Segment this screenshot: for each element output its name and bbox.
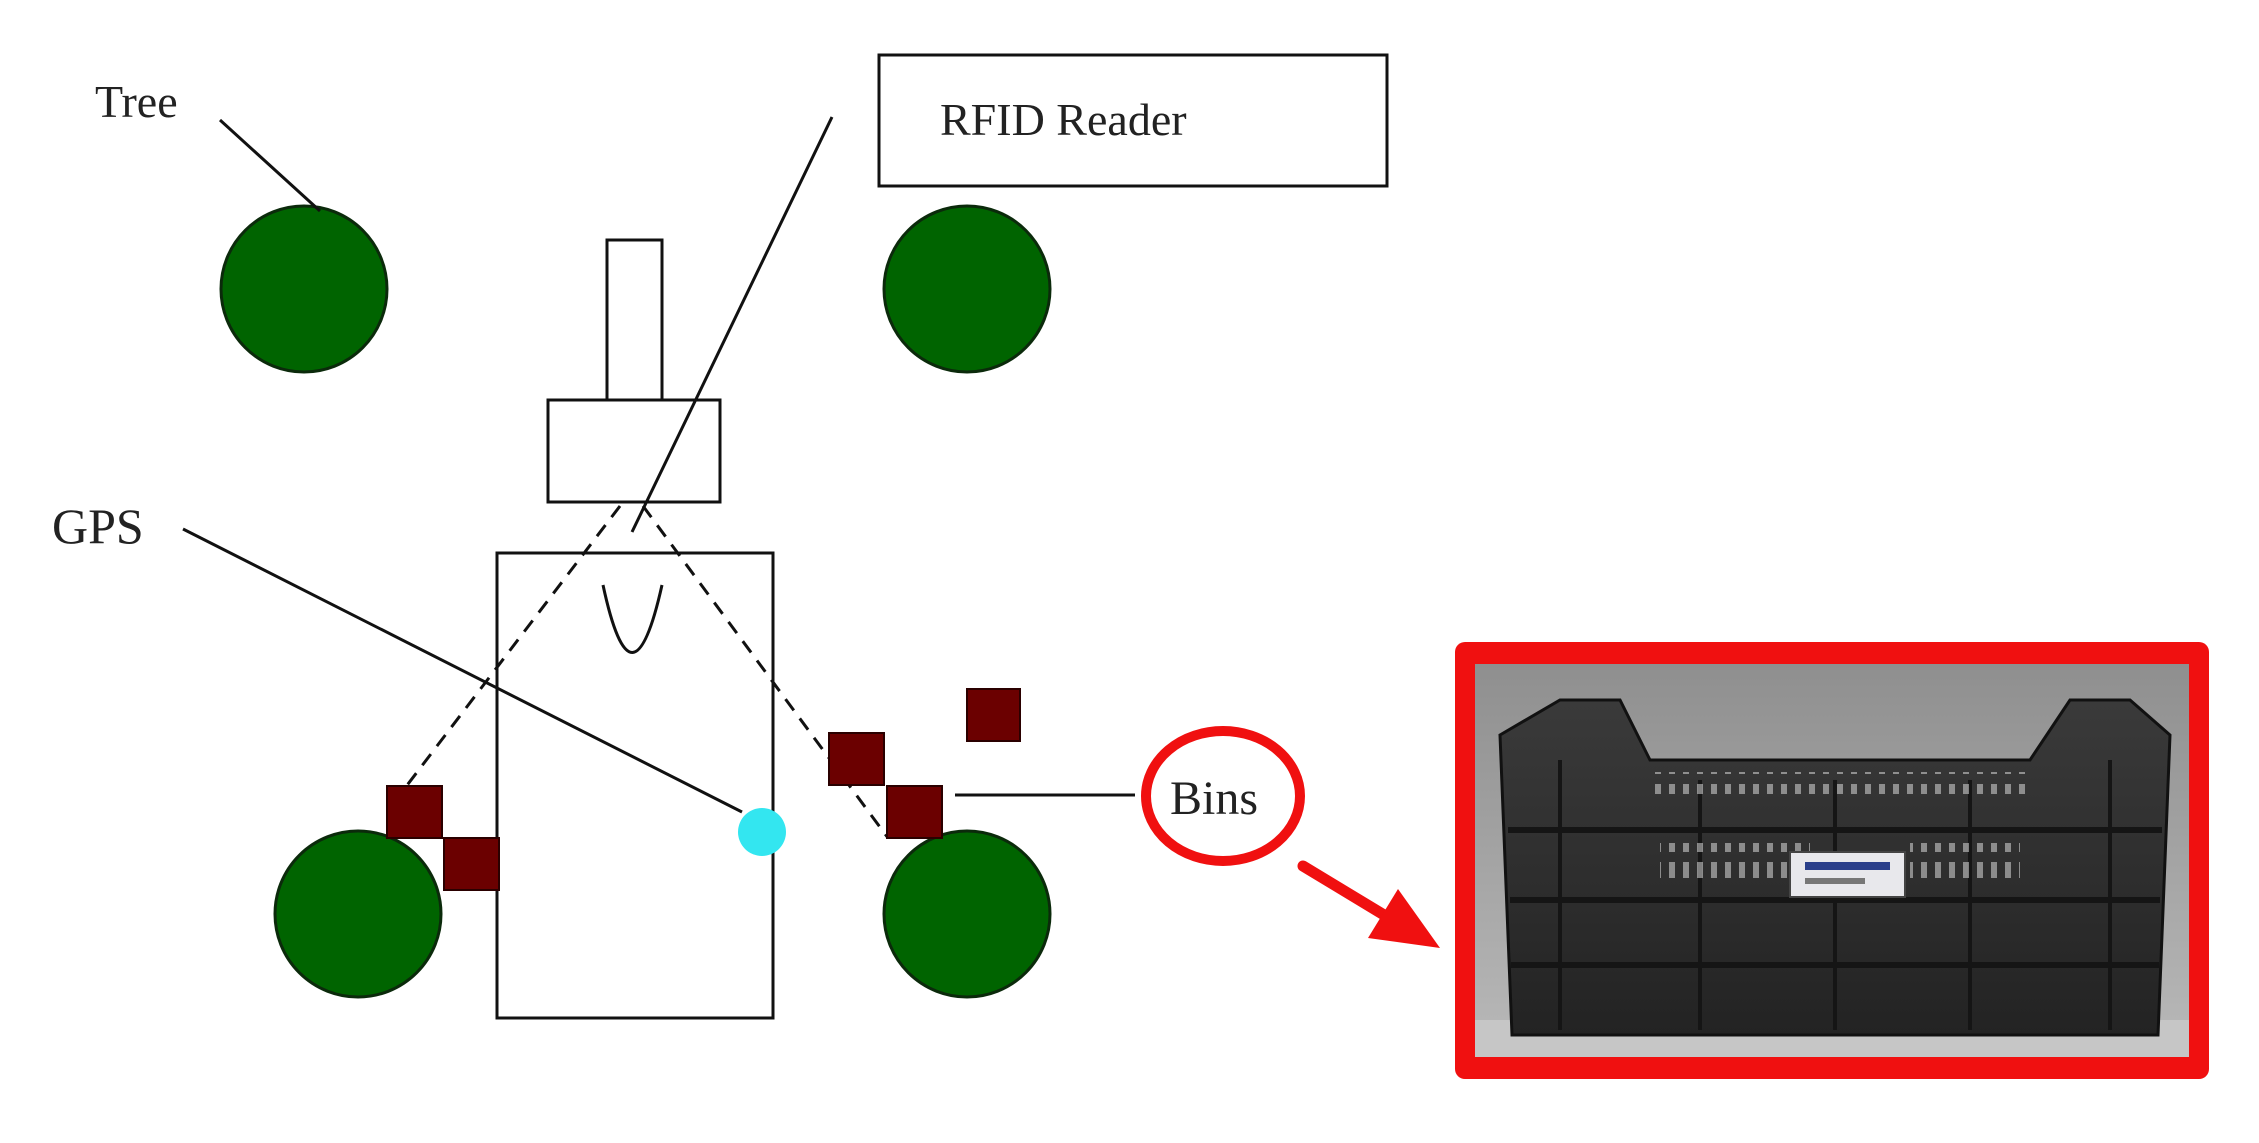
- tree-bottom-right: [882, 829, 1052, 999]
- bin-icon: [386, 785, 443, 839]
- rfid-tag-label: [1789, 851, 1906, 898]
- tree-leader-line: [218, 118, 322, 213]
- bins-highlight-circle: [1141, 726, 1305, 866]
- tree-label: Tree: [95, 76, 178, 127]
- vehicle: [495, 238, 775, 1020]
- bins: [386, 688, 1021, 891]
- bin-icon: [443, 837, 500, 891]
- crate-photo: [1455, 642, 2209, 1079]
- bins-label: Bins: [1170, 772, 1258, 825]
- rfid-leader-line: [630, 116, 834, 533]
- tree-top-left: [219, 204, 389, 374]
- tree-top-right: [882, 204, 1052, 374]
- bin-icon: [966, 688, 1021, 742]
- red-arrow-icon: [1297, 860, 1440, 948]
- gps-label: GPS: [52, 498, 144, 554]
- rfid-reader-box: [546, 398, 722, 504]
- rfid-reader-label-box: [877, 53, 1389, 188]
- antenna-icon: [601, 584, 664, 654]
- gps-leader-line: [182, 527, 743, 814]
- bin-icon: [828, 732, 885, 786]
- tree-bottom-left: [273, 829, 443, 999]
- leader-lines: [182, 116, 1135, 814]
- trees: [219, 204, 1052, 999]
- bin-icon: [886, 785, 943, 839]
- gps-dot: [738, 808, 786, 856]
- vehicle-mast: [605, 238, 664, 402]
- vehicle-body: [495, 551, 775, 1020]
- rfid-reader-label: RFID Reader: [940, 94, 1187, 145]
